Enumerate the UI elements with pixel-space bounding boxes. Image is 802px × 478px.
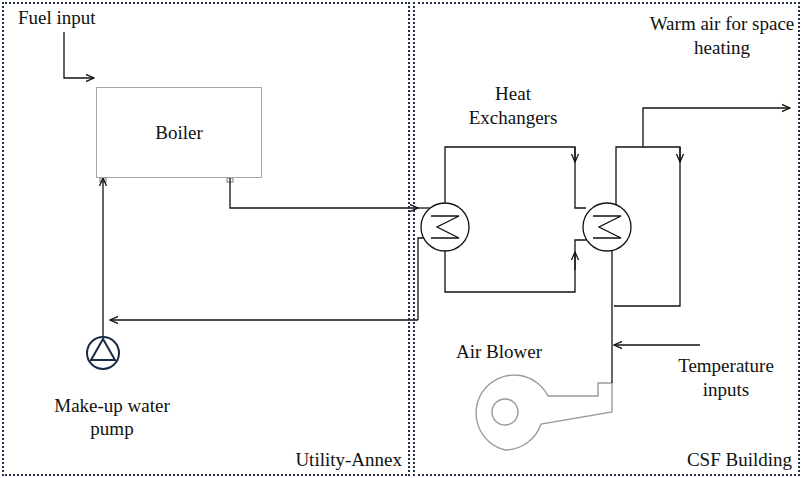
flow-arrow (574, 252, 575, 270)
node-text: Make-up water pump (40, 394, 184, 442)
pipe-connector (110, 319, 418, 320)
region-band: Utility-Annex BoilerMake-up water pump (2, 2, 410, 476)
blower-duct (611, 251, 612, 325)
node-text: Air Blower (456, 340, 542, 364)
warm-air-label: Warm air for space heating (646, 12, 798, 60)
heat-exchanger-symbol (583, 203, 631, 251)
fuel-label: Fuel input (18, 6, 148, 30)
node-text: Heat Exchangers (458, 82, 568, 130)
hx-pipe (445, 240, 586, 292)
heat-exchanger-group: Heat Exchangers (418, 80, 700, 325)
region-band: CSF Building Heat ExchangersAir Blower (413, 2, 800, 476)
hx-stub (418, 238, 424, 320)
node-text: Boiler (155, 121, 203, 145)
pump-stub (102, 320, 103, 337)
pipe-connector (230, 178, 418, 208)
heat-exchanger-coil (593, 216, 621, 238)
blower-impeller (492, 399, 518, 425)
warm-air-line (643, 108, 790, 147)
node-text: Utility-Annex (295, 448, 402, 472)
node-text: CSF Building (687, 448, 792, 472)
fuel-line (64, 32, 94, 78)
hx-pipe (445, 147, 586, 208)
boiler-box: Boiler (96, 87, 262, 178)
temperature-label: Temperature inputs (656, 354, 796, 402)
pipe-connector (611, 325, 612, 383)
pipe-connector (102, 178, 103, 320)
pump-symbol (87, 337, 119, 369)
heat-exchanger-symbol (421, 203, 469, 251)
flow-arrow (679, 147, 680, 162)
pump-triangle (91, 339, 115, 360)
temperature-line (614, 344, 700, 345)
blower-casing (476, 375, 612, 450)
blower-node: Air Blower (450, 338, 612, 460)
heat-exchanger-coil (431, 216, 459, 238)
pump-node: Make-up water pump (40, 320, 184, 445)
flow-arrow (574, 147, 575, 162)
